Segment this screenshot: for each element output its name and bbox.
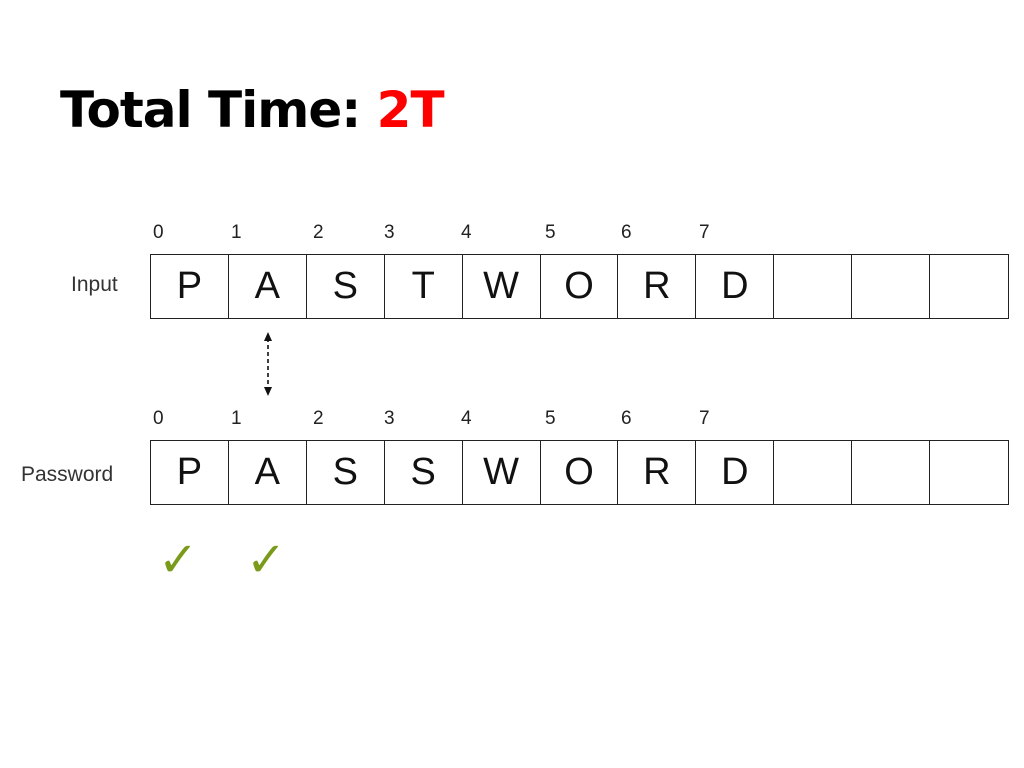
password-index-6: 6 — [621, 408, 632, 429]
input-index-5: 5 — [545, 222, 556, 243]
input-cell: T — [384, 254, 463, 319]
double-headed-dashed-arrow-icon — [264, 332, 272, 396]
input-index-0: 0 — [153, 222, 164, 243]
input-index-4: 4 — [461, 222, 472, 243]
input-row-label: Input — [71, 273, 118, 296]
input-cells: P A S T W O R D — [150, 254, 1009, 319]
password-index-0: 0 — [153, 408, 164, 429]
input-index-3: 3 — [384, 222, 395, 243]
input-index-1: 1 — [231, 222, 242, 243]
password-cell-empty — [774, 440, 853, 505]
password-cell-empty — [930, 440, 1009, 505]
match-check-icon: ✓ — [246, 532, 287, 588]
slide-title: Total Time: 2T — [60, 80, 445, 140]
password-row-label: Password — [21, 463, 114, 486]
input-cell-empty — [930, 254, 1009, 319]
input-index-2: 2 — [313, 222, 324, 243]
title-prefix: Total Time: — [60, 81, 377, 139]
password-cells: P A S S W O R D — [150, 440, 1009, 505]
title-value: 2T — [376, 81, 445, 139]
input-cell-empty — [774, 254, 853, 319]
input-cell: D — [696, 254, 775, 319]
input-cell: P — [151, 254, 229, 319]
password-index-5: 5 — [545, 408, 556, 429]
password-index-4: 4 — [461, 408, 472, 429]
input-index-7: 7 — [699, 222, 710, 243]
password-cell: A — [228, 440, 307, 505]
password-cell: P — [151, 440, 229, 505]
password-cell: D — [696, 440, 775, 505]
input-cell: R — [618, 254, 697, 319]
input-cell: A — [228, 254, 307, 319]
password-index-1: 1 — [231, 408, 242, 429]
input-cell: S — [306, 254, 385, 319]
password-cell: S — [306, 440, 385, 505]
password-index-2: 2 — [313, 408, 324, 429]
input-cell: O — [540, 254, 619, 319]
password-index-3: 3 — [384, 408, 395, 429]
password-index-7: 7 — [699, 408, 710, 429]
password-cell: O — [540, 440, 619, 505]
password-cell: R — [618, 440, 697, 505]
password-cell: W — [462, 440, 541, 505]
input-cell-empty — [852, 254, 931, 319]
match-check-icon: ✓ — [158, 532, 199, 588]
input-index-6: 6 — [621, 222, 632, 243]
password-cell-empty — [852, 440, 931, 505]
input-cell: W — [462, 254, 541, 319]
password-cell: S — [384, 440, 463, 505]
